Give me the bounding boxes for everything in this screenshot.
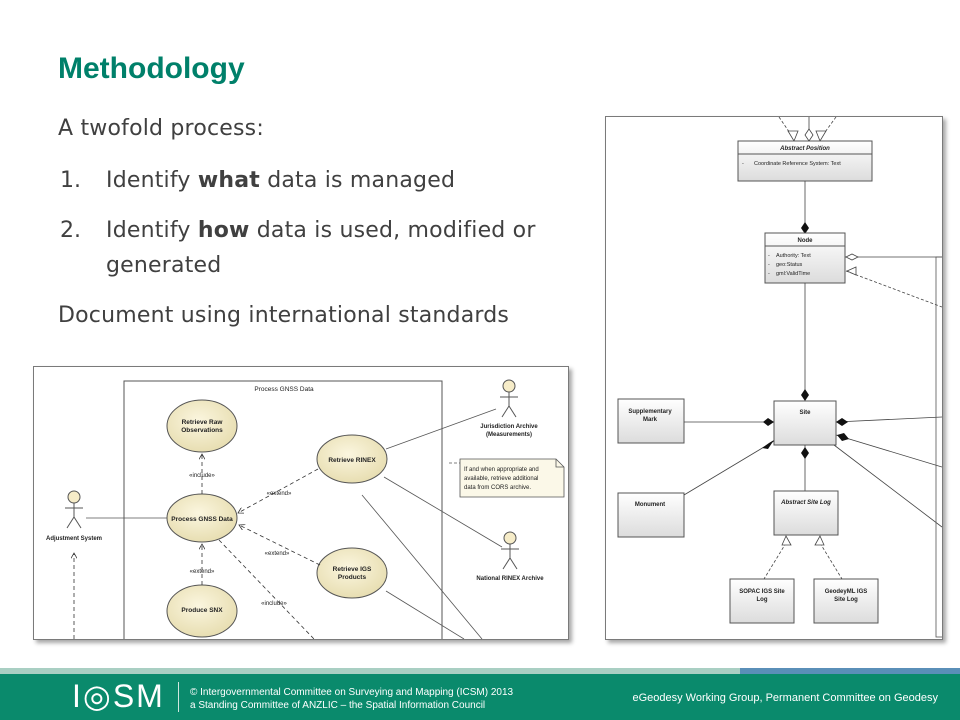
closing-text: Document using international standards bbox=[58, 303, 510, 328]
footer-copyright: © Intergovernmental Committee on Surveyi… bbox=[190, 686, 513, 712]
svg-text:-: - bbox=[742, 161, 744, 167]
actor-jurisdiction-icon bbox=[500, 379, 518, 418]
use-case-retrieve-igs-label-2: Products bbox=[338, 574, 367, 581]
class-geodeyml-label-2: Site Log bbox=[834, 597, 858, 603]
use-case-diagram: Process GNSS Data Retrieve Raw Observati… bbox=[33, 366, 569, 640]
list-item-1-before: Identify bbox=[106, 168, 198, 193]
class-geodeyml-site-log bbox=[813, 578, 879, 624]
class-node-attr-2: geo:Status bbox=[776, 262, 803, 268]
footer-strip bbox=[0, 668, 740, 674]
frame-title: Process GNSS Data bbox=[254, 386, 314, 393]
use-case-retrieve-raw-label-1: Retrieve Raw bbox=[182, 419, 224, 426]
class-abstract-site-log bbox=[773, 490, 839, 536]
use-case-retrieve-raw bbox=[166, 399, 238, 453]
svg-text:-: - bbox=[768, 262, 770, 268]
class-geodeyml-label-1: GeodeyML IGS bbox=[825, 589, 868, 595]
stereotype-include-2: «include» bbox=[261, 601, 287, 607]
slide-title: Methodology bbox=[58, 52, 245, 85]
frame-box bbox=[123, 380, 443, 639]
intro-text: A twofold process: bbox=[58, 116, 264, 141]
class-diagram-svg: Abstract Position - Coordinate Reference… bbox=[617, 117, 942, 638]
use-case-process-gnss-label: Process GNSS Data bbox=[171, 516, 233, 523]
class-node-attr-1: Authority: Text bbox=[776, 253, 811, 259]
list-item-2: Identify how data is used, modified or bbox=[106, 218, 536, 243]
actor-jurisdiction-label-2: (Measurements) bbox=[486, 432, 532, 438]
use-case-produce-snx-label: Produce SNX bbox=[181, 607, 223, 614]
list-number-1: 1. bbox=[60, 168, 81, 193]
note-line-2: available, retrieve additional bbox=[464, 476, 538, 482]
icsm-logo: I◎SM bbox=[72, 678, 165, 714]
svg-text:-: - bbox=[768, 271, 770, 277]
stereotype-extend-1: «extend» bbox=[267, 491, 292, 497]
stereotype-extend-3: «extend» bbox=[190, 569, 215, 575]
list-item-2-before: Identify bbox=[106, 218, 198, 243]
footer-divider bbox=[178, 682, 179, 712]
footer-right-text: eGeodesy Working Group, Permanent Commit… bbox=[632, 692, 938, 704]
list-item-1-bold: what bbox=[197, 168, 260, 193]
use-case-retrieve-raw-label-2: Observations bbox=[181, 427, 223, 434]
use-case-retrieve-rinex-label: Retrieve RINEX bbox=[328, 457, 376, 464]
class-sopac-label-1: SOPAC IGS Site bbox=[739, 589, 785, 595]
class-supplementary-label-2: Mark bbox=[643, 417, 658, 423]
class-monument bbox=[617, 492, 685, 538]
class-monument-label: Monument bbox=[635, 502, 665, 508]
class-sopac-label-2: Log bbox=[757, 597, 768, 603]
class-abstract-position-name: Abstract Position bbox=[779, 146, 830, 152]
actor-national-label: National RINEX Archive bbox=[476, 576, 544, 582]
actor-jurisdiction-label-1: Jurisdiction Archive bbox=[480, 424, 538, 430]
class-node-name: Node bbox=[798, 238, 814, 244]
actor-adjustment-label: Adjustment System bbox=[46, 536, 102, 542]
class-site-name: Site bbox=[799, 410, 811, 416]
class-site bbox=[773, 400, 837, 446]
svg-text:-: - bbox=[768, 253, 770, 259]
class-node-attr-3: gml:ValidTime bbox=[776, 271, 810, 277]
use-case-retrieve-rinex bbox=[316, 434, 388, 484]
footer-copyright-line-2: a Standing Committee of ANZLIC – the Spa… bbox=[190, 700, 486, 711]
class-sopac-site-log bbox=[729, 578, 795, 624]
class-abstract-site-log-name: Abstract Site Log bbox=[780, 500, 831, 506]
class-diagram: Abstract Position - Coordinate Reference… bbox=[605, 116, 943, 640]
use-case-retrieve-igs-label-1: Retrieve IGS bbox=[333, 566, 372, 573]
footer-accent-strip bbox=[740, 668, 960, 674]
stereotype-include-1: «include» bbox=[189, 473, 215, 479]
use-case-diagram-svg: Process GNSS Data Retrieve Raw Observati… bbox=[46, 379, 565, 639]
class-abstract-position bbox=[737, 140, 873, 182]
class-supplementary-mark bbox=[617, 398, 685, 444]
list-number-2: 2. bbox=[60, 218, 81, 243]
class-supplementary-label-1: Supplementary bbox=[628, 409, 672, 415]
list-item-2-continuation: generated bbox=[106, 253, 222, 278]
stereotype-extend-2: «extend» bbox=[265, 551, 290, 557]
actor-national-icon bbox=[501, 531, 519, 570]
list-item-1-after: data is managed bbox=[260, 168, 456, 193]
class-abstract-position-attr: Coordinate Reference System: Text bbox=[754, 161, 841, 167]
use-case-retrieve-igs bbox=[316, 547, 388, 599]
note-line-3: data from CORS archive. bbox=[464, 485, 531, 491]
note-box bbox=[459, 458, 565, 498]
list-item-2-after: data is used, modified or bbox=[249, 218, 536, 243]
footer-copyright-line-1: © Intergovernmental Committee on Surveyi… bbox=[190, 687, 514, 698]
list-item-1: Identify what data is managed bbox=[106, 168, 455, 193]
footer-band bbox=[0, 668, 960, 720]
actor-adjustment-icon bbox=[65, 490, 83, 529]
note-line-1: If and when appropriate and bbox=[464, 467, 539, 473]
list-item-2-bold: how bbox=[197, 218, 250, 243]
